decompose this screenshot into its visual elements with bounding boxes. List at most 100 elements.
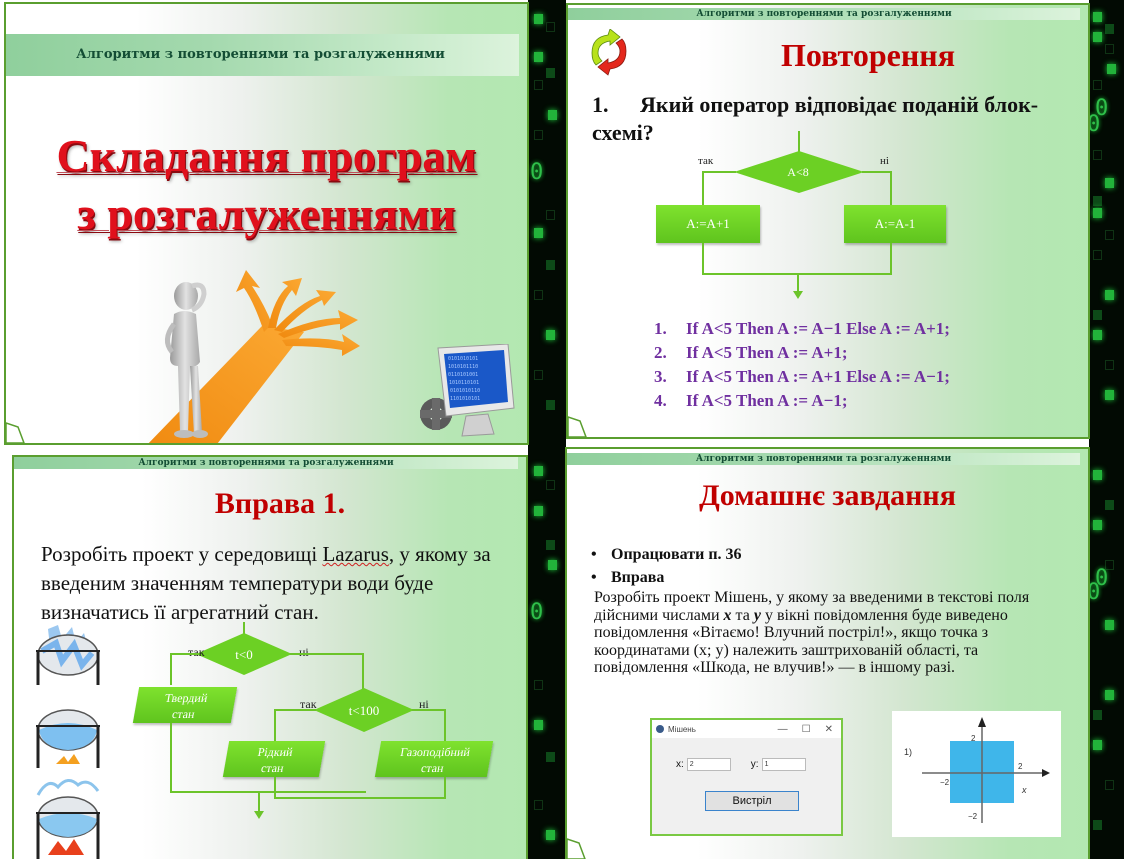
answer-text: If A<5 Then A := A+1 Else A := A−1; bbox=[686, 367, 950, 386]
svg-text:0101010101: 0101010101 bbox=[448, 356, 478, 362]
target-app-window[interactable]: Мішень — ☐ ✕ x: y: Вистріл bbox=[650, 718, 843, 836]
task-text: у вікні повідомлення буде виведено повід… bbox=[594, 606, 1008, 677]
matrix-background-middle: 0 0 bbox=[528, 0, 566, 859]
arrow-down-icon bbox=[254, 811, 264, 819]
decision-diamond-1 bbox=[196, 633, 292, 675]
question-text: 1.Який оператор відповідає поданій блок-… bbox=[592, 91, 1072, 147]
lazarus-term: Lazarus bbox=[322, 542, 389, 566]
app-icon bbox=[656, 725, 664, 733]
decision-diamond-2 bbox=[314, 688, 414, 732]
task-description: Розробіть проект Мішень, у якому за введ… bbox=[594, 589, 1074, 677]
window-title: Мішень bbox=[668, 724, 696, 734]
close-button[interactable]: ✕ bbox=[824, 723, 833, 735]
x-label: x: bbox=[676, 759, 684, 770]
tick-y-negative: −2 bbox=[968, 812, 978, 821]
svg-text:1010110101: 1010110101 bbox=[449, 380, 479, 386]
slide-3-exercise[interactable]: Алгоритми з повтореннями та розгалуження… bbox=[12, 455, 528, 859]
question-number: 1. bbox=[592, 92, 609, 117]
computer-monitor-gear-image: 0101010101 1010101110 0110101001 1010110… bbox=[420, 344, 515, 437]
homework-item: Опрацювати п. 36 bbox=[591, 543, 742, 566]
tick-x-positive: 2 bbox=[1018, 762, 1023, 771]
slide-title: Домашнє завдання bbox=[699, 479, 956, 512]
var-x: x bbox=[723, 606, 732, 624]
homework-item: Вправа bbox=[591, 566, 742, 589]
graph-label: 1) bbox=[904, 747, 912, 757]
answer-number: 2. bbox=[654, 343, 667, 362]
task-text: Розробіть проект Мішень, у якому за введ… bbox=[594, 589, 1030, 624]
svg-text:0101010110: 0101010110 bbox=[450, 388, 480, 394]
target-region-graph: 1) 2 2 −2 −2 x bbox=[892, 711, 1061, 837]
question-body: Який оператор відповідає поданій блок-сх… bbox=[592, 92, 1039, 145]
decision-condition: A<8 bbox=[787, 165, 809, 179]
answer-text: If A<5 Then A := A+1; bbox=[686, 343, 848, 362]
yes-branch-label: так bbox=[188, 645, 205, 659]
maximize-button[interactable]: ☐ bbox=[801, 723, 811, 735]
no-action-box: A:=A-1 bbox=[844, 205, 946, 243]
pot-water-heating-image bbox=[36, 709, 100, 768]
page-curl-decoration bbox=[567, 838, 586, 859]
page-curl-decoration bbox=[568, 416, 587, 437]
y-input[interactable] bbox=[761, 758, 806, 771]
y-label: y: bbox=[750, 759, 759, 770]
answer-text: If A<5 Then A := A−1 Else A := A+1; bbox=[686, 319, 950, 338]
yes-action-box: A:=A+1 bbox=[656, 205, 760, 243]
flowchart: A<8 так ні A:=A+1 A:=A-1 bbox=[568, 5, 1088, 437]
slide-1-title[interactable]: Алгоритми з повтореннями та розгалуження… bbox=[4, 2, 529, 445]
task-text: та bbox=[731, 606, 754, 624]
answer-number: 3. bbox=[654, 367, 667, 386]
no-branch-label: ні bbox=[880, 155, 889, 167]
svg-text:1010101110: 1010101110 bbox=[448, 364, 478, 370]
answer-text: If A<5 Then A := A−1; bbox=[686, 391, 848, 410]
no-branch-label: ні bbox=[299, 645, 309, 659]
slide-header: Алгоритми з повтореннями та розгалуження… bbox=[567, 453, 1080, 465]
answer-number: 1. bbox=[654, 319, 667, 338]
slide-title: Складання програм з розгалуженнями bbox=[6, 127, 527, 243]
shoot-button[interactable]: Вистріл bbox=[705, 791, 799, 811]
var-y: y bbox=[753, 606, 761, 624]
slide-header: Алгоритми з повтореннями та розгалуження… bbox=[14, 457, 518, 469]
refresh-cycle-icon bbox=[591, 29, 627, 76]
slide-header: Алгоритми з повтореннями та розгалуження… bbox=[568, 8, 1080, 20]
homework-list: Опрацювати п. 36 Вправа bbox=[591, 543, 742, 589]
tick-y-positive: 2 bbox=[971, 734, 976, 743]
arrow-down-icon bbox=[793, 291, 803, 299]
coordinate-plot: 1) 2 2 −2 −2 x bbox=[904, 717, 1050, 823]
title-line-2: з розгалуженнями bbox=[77, 188, 456, 239]
answer-number: 4. bbox=[654, 391, 667, 410]
window-titlebar[interactable]: Мішень — ☐ ✕ bbox=[652, 720, 841, 738]
answer-option[interactable]: 2. If A<5 Then A := A+1; bbox=[654, 341, 950, 365]
pot-ice-image bbox=[36, 625, 100, 685]
svg-text:0110101001: 0110101001 bbox=[448, 372, 478, 378]
answer-option[interactable]: 1. If A<5 Then A := A−1 Else A := A+1; bbox=[654, 317, 950, 341]
exercise-text-part: Розробіть проект у середовищі bbox=[41, 542, 323, 566]
page-curl-decoration bbox=[6, 422, 25, 443]
tick-x-negative: −2 bbox=[940, 778, 950, 787]
slide-2-review[interactable]: Алгоритми з повтореннями та розгалуження… bbox=[566, 3, 1090, 439]
pot-boiling-image bbox=[36, 779, 100, 859]
thinking-figure-crossroads-image bbox=[148, 270, 360, 443]
coordinates-row: x: y: bbox=[676, 758, 806, 771]
no-branch-label-2: ні bbox=[419, 697, 429, 711]
decision-condition-2: t<100 bbox=[348, 703, 380, 718]
exercise-text: Розробіть проект у середовищі Lazarus, у… bbox=[41, 540, 526, 627]
svg-text:1101010101: 1101010101 bbox=[450, 396, 480, 402]
slide-title: Вправа 1. bbox=[214, 487, 346, 520]
exercise-text-part: , у якому за введеним значенням температ… bbox=[41, 542, 491, 624]
minimize-button[interactable]: — bbox=[777, 723, 788, 735]
slide-title: Повторення bbox=[780, 37, 956, 73]
answer-option[interactable]: 4. If A<5 Then A := A−1; bbox=[654, 389, 950, 413]
x-axis-label: x bbox=[1021, 785, 1027, 795]
decision-diamond bbox=[734, 151, 864, 193]
x-input[interactable] bbox=[686, 758, 731, 771]
title-line-1: Складання програм bbox=[56, 130, 477, 181]
answer-option[interactable]: 3. If A<5 Then A := A+1 Else A := A−1; bbox=[654, 365, 950, 389]
slide-4-homework[interactable]: Алгоритми з повтореннями та розгалуження… bbox=[565, 447, 1090, 859]
matrix-background-right: 0 0 0 0 bbox=[1089, 0, 1124, 859]
slide-header: Алгоритми з повтореннями та розгалуження… bbox=[6, 34, 519, 76]
answer-options: 1. If A<5 Then A := A−1 Else A := A+1; 2.… bbox=[654, 317, 950, 413]
decision-condition-1: t<0 bbox=[235, 647, 253, 662]
